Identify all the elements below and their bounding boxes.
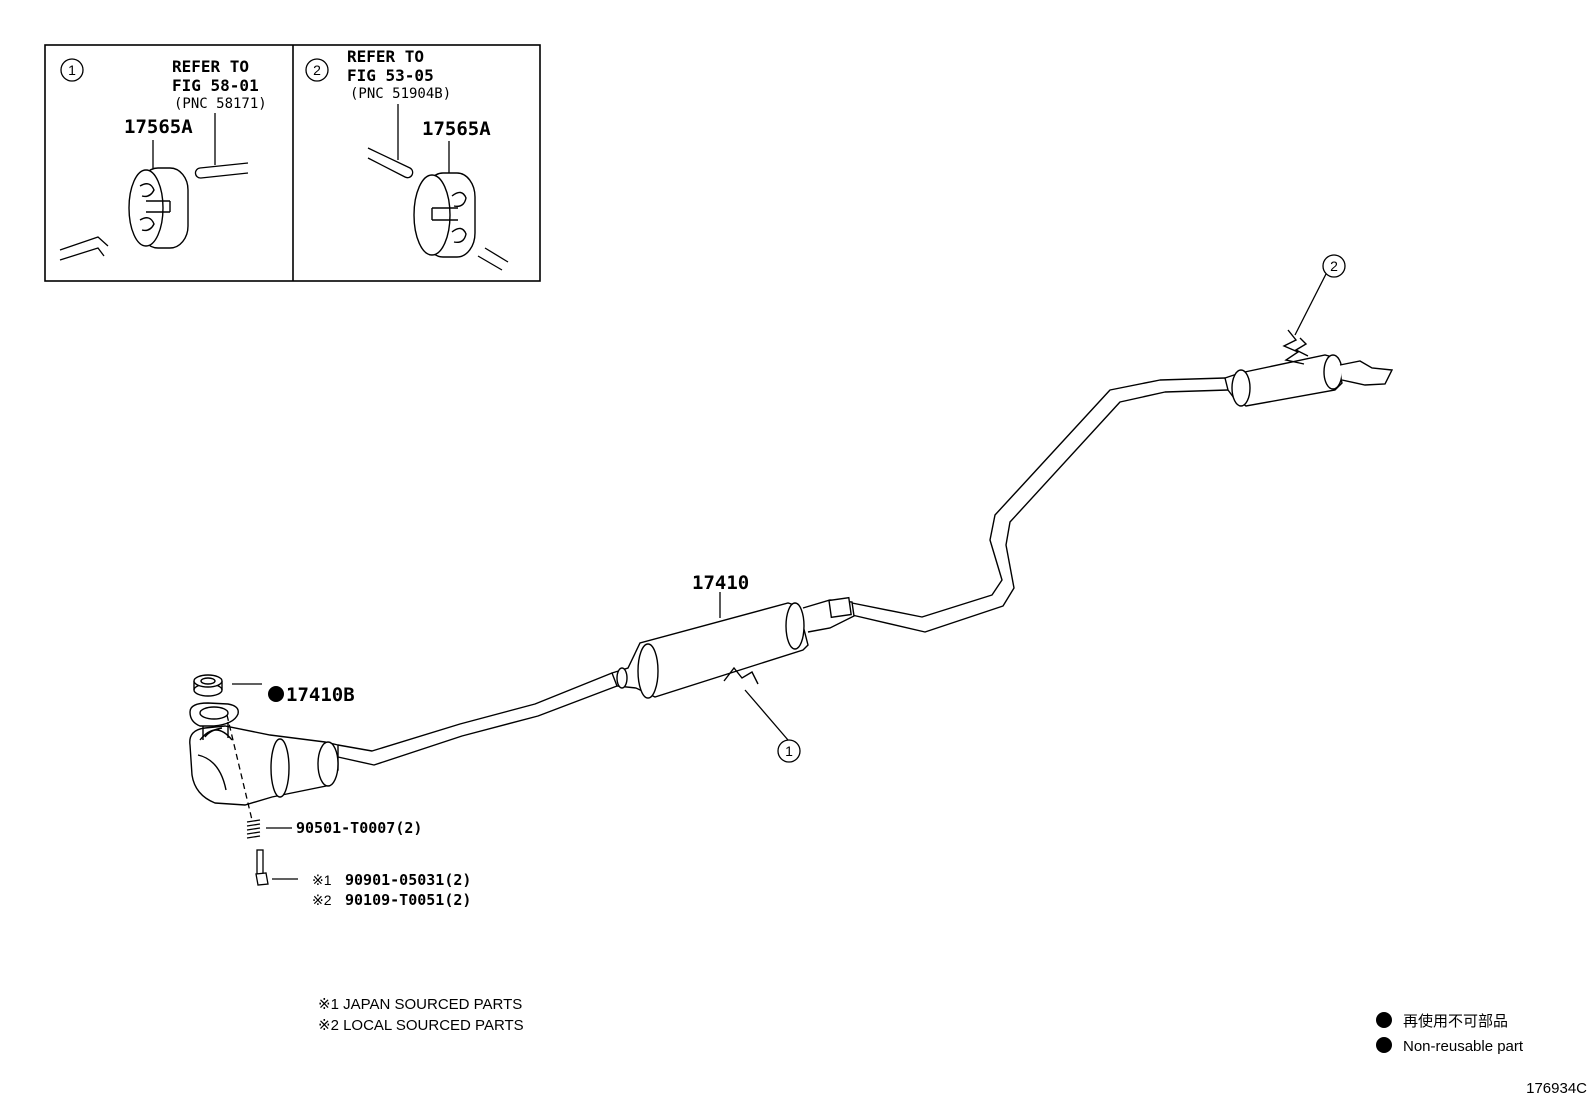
inset-2-refer-line1: REFER TO <box>347 47 424 66</box>
inset-frame <box>44 44 541 282</box>
legend-dot-icon <box>1376 1012 1392 1028</box>
callout-2: 2 <box>1322 254 1346 278</box>
bolt-2-part-label: 90109-T0051(2) <box>345 891 471 909</box>
legend-english: Non-reusable part <box>1403 1038 1524 1055</box>
inset-1-marker-circle <box>60 58 84 82</box>
inset-1: 1 REFER TO FIG 58-01 (PNC 58171) 17565A <box>59 57 267 261</box>
figure-id: 176934C <box>1526 1080 1587 1097</box>
inset-1-bracket <box>59 236 109 261</box>
center-muffler <box>611 596 855 699</box>
gasket-part-label: 17410B <box>286 684 355 706</box>
inset-2-rubber-hanger <box>413 172 476 258</box>
inset-2-marker-circle <box>305 58 329 82</box>
inset-2-marker: 2 <box>313 62 321 78</box>
inset-1-refer-line1: REFER TO <box>172 57 249 76</box>
rear-muffler <box>1224 329 1394 407</box>
legend-dot-icon <box>1376 1037 1392 1053</box>
inset-1-marker: 1 <box>68 62 76 78</box>
stud-assembly <box>226 714 269 886</box>
legend: 再使用不可部品 Non-reusable part <box>1376 1012 1524 1055</box>
spring-part-label: 90501-T0007(2) <box>296 819 422 837</box>
inset-1-refer-line2: FIG 58-01 <box>172 76 259 95</box>
inset-2: 2 REFER TO FIG 53-05 (PNC 51904B) 17565A <box>305 47 509 271</box>
exhaust-pipe <box>337 377 1229 766</box>
inset-2-refer-line3: (PNC 51904B) <box>350 86 451 102</box>
inset-2-part-label: 17565A <box>422 118 491 140</box>
inset-1-refer-line3: (PNC 58171) <box>174 96 267 112</box>
note-local-sourced: ※2 LOCAL SOURCED PARTS <box>318 1017 524 1034</box>
callout-2-label: 2 <box>1330 258 1338 274</box>
gasket-ring <box>193 674 223 697</box>
callout-1-label: 1 <box>785 743 793 759</box>
inset-2-hanger-rod <box>367 147 509 271</box>
non-reusable-dot-icon <box>268 686 284 702</box>
bolt-1-mark: ※1 <box>312 872 332 888</box>
inlet-flange <box>189 702 239 740</box>
bolt-1-part-label: 90901-05031(2) <box>345 871 471 889</box>
callout-1: 1 <box>777 739 801 763</box>
legend-japanese: 再使用不可部品 <box>1403 1013 1508 1030</box>
catalytic-converter <box>189 725 339 806</box>
inset-1-rubber-hanger <box>128 167 189 249</box>
leader-lines <box>232 273 1327 880</box>
bolt-2-mark: ※2 <box>312 892 332 908</box>
inset-2-refer-line2: FIG 53-05 <box>347 66 434 85</box>
note-japan-sourced: ※1 JAPAN SOURCED PARTS <box>318 996 522 1013</box>
pipe-part-label: 17410 <box>692 572 749 594</box>
inset-1-part-label: 17565A <box>124 116 193 138</box>
inset-1-hanger-rod <box>194 162 249 179</box>
